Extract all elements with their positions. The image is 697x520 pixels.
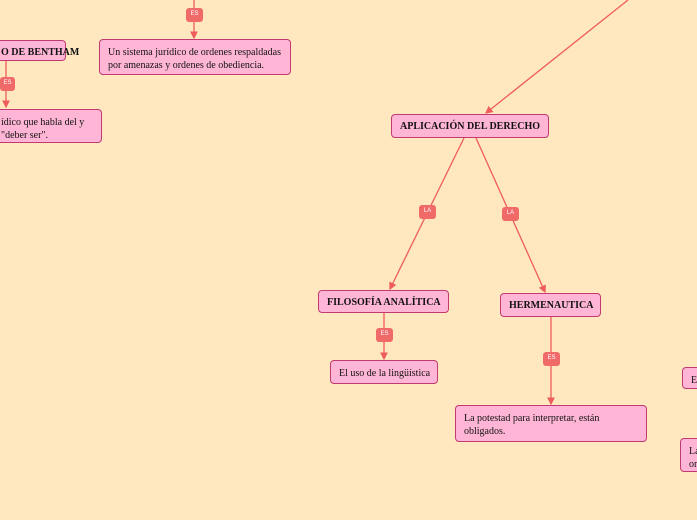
hermeneutica-node[interactable]: HERMENAUTICA <box>500 293 601 317</box>
right-edge-node-1[interactable]: E <box>682 367 697 389</box>
connector-la-hermeneutica: LA <box>502 207 519 221</box>
connector-es-filosofia: ES <box>376 328 393 342</box>
filosofia-node[interactable]: FILOSOFÍA ANALÍTICA <box>318 290 449 313</box>
connector-es-hermeneutica: ES <box>543 352 560 366</box>
connector-es-left: ES <box>0 77 15 91</box>
aplicacion-node[interactable]: APLICACIÓN DEL DERECHO <box>391 114 549 138</box>
potestad-node[interactable]: La potestad para interpretar, están obli… <box>455 405 647 442</box>
edge-top-to-aplicacion <box>484 0 629 114</box>
right-edge-node-2[interactable]: La or <box>680 438 697 472</box>
left-text-node[interactable]: ídico que habla del y "deber ser". <box>0 109 102 143</box>
connector-es-top: ES <box>186 8 203 22</box>
sistema-node[interactable]: Un sistema jurídico de ordenes respaldad… <box>99 39 291 75</box>
uso-node[interactable]: El uso de la lingüística <box>330 360 438 384</box>
bentham-node[interactable]: O DE BENTHAM <box>0 40 79 61</box>
connector-la-filosofia: LA <box>419 205 436 219</box>
